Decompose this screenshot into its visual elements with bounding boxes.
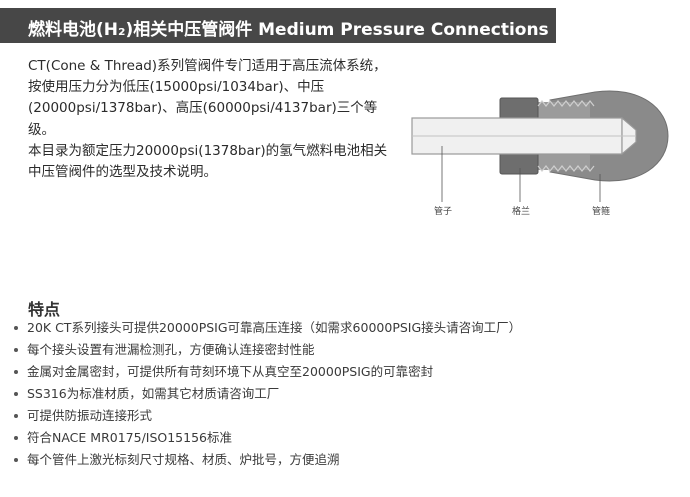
connection-diagram: 管子 格兰 管箍 <box>411 90 669 217</box>
label-fitting: 管箍 <box>592 205 610 217</box>
feature-item: 每个接头设置有泄漏检测孔，方便确认连接密封性能 <box>14 340 534 361</box>
feature-item: 符合NACE MR0175/ISO15156标准 <box>14 428 534 449</box>
feature-item: 20K CT系列接头可提供20000PSIG可靠高压连接（如需求60000PSI… <box>14 318 534 339</box>
bullet-icon <box>14 436 18 440</box>
feature-item: 每个管件上激光标刻尺寸规格、材质、炉批号，方便追溯 <box>14 450 534 471</box>
feature-item: 金属对金属密封，可提供所有苛刻环境下从真空至20000PSIG的可靠密封 <box>14 362 534 383</box>
feature-text: 20K CT系列接头可提供20000PSIG可靠高压连接（如需求60000PSI… <box>27 320 522 335</box>
bullet-icon <box>14 414 18 418</box>
feature-text: 金属对金属密封，可提供所有苛刻环境下从真空至20000PSIG的可靠密封 <box>27 364 434 379</box>
intro-text: CT(Cone & Thread)系列管阀件专门适用于高压流体系统，按使用压力分… <box>28 56 398 183</box>
bullet-icon <box>14 458 18 462</box>
bullet-icon <box>14 348 18 352</box>
feature-text: 每个接头设置有泄漏检测孔，方便确认连接密封性能 <box>27 342 315 357</box>
feature-text: SS316为标准材质，如需其它材质请咨询工厂 <box>27 386 280 401</box>
feature-text: 每个管件上激光标刻尺寸规格、材质、炉批号，方便追溯 <box>27 452 340 467</box>
feature-text: 符合NACE MR0175/ISO15156标准 <box>27 430 232 445</box>
label-tube: 管子 <box>434 205 452 217</box>
feature-item: SS316为标准材质，如需其它材质请咨询工厂 <box>14 384 534 405</box>
intro-paragraph: CT(Cone & Thread)系列管阀件专门适用于高压流体系统，按使用压力分… <box>28 58 387 138</box>
label-collar: 格兰 <box>512 205 530 217</box>
bullet-icon <box>14 392 18 396</box>
intro-paragraph: 本目录为额定压力20000psi(1378bar)的氢气燃料电池相关中压管阀件的… <box>28 142 388 181</box>
features-list: 20K CT系列接头可提供20000PSIG可靠高压连接（如需求60000PSI… <box>14 318 534 472</box>
section-header: 燃料电池(H₂)相关中压管阀件 Medium Pressure Connecti… <box>0 8 556 43</box>
bullet-icon <box>14 370 18 374</box>
feature-text: 可提供防振动连接形式 <box>27 408 153 423</box>
feature-item: 可提供防振动连接形式 <box>14 406 534 427</box>
thread-teeth-top <box>537 100 595 107</box>
section-title: 燃料电池(H₂)相关中压管阀件 Medium Pressure Connecti… <box>28 20 549 40</box>
features-heading: 特点 <box>28 300 61 319</box>
thread-teeth-bottom <box>537 165 595 172</box>
bullet-icon <box>14 326 18 330</box>
